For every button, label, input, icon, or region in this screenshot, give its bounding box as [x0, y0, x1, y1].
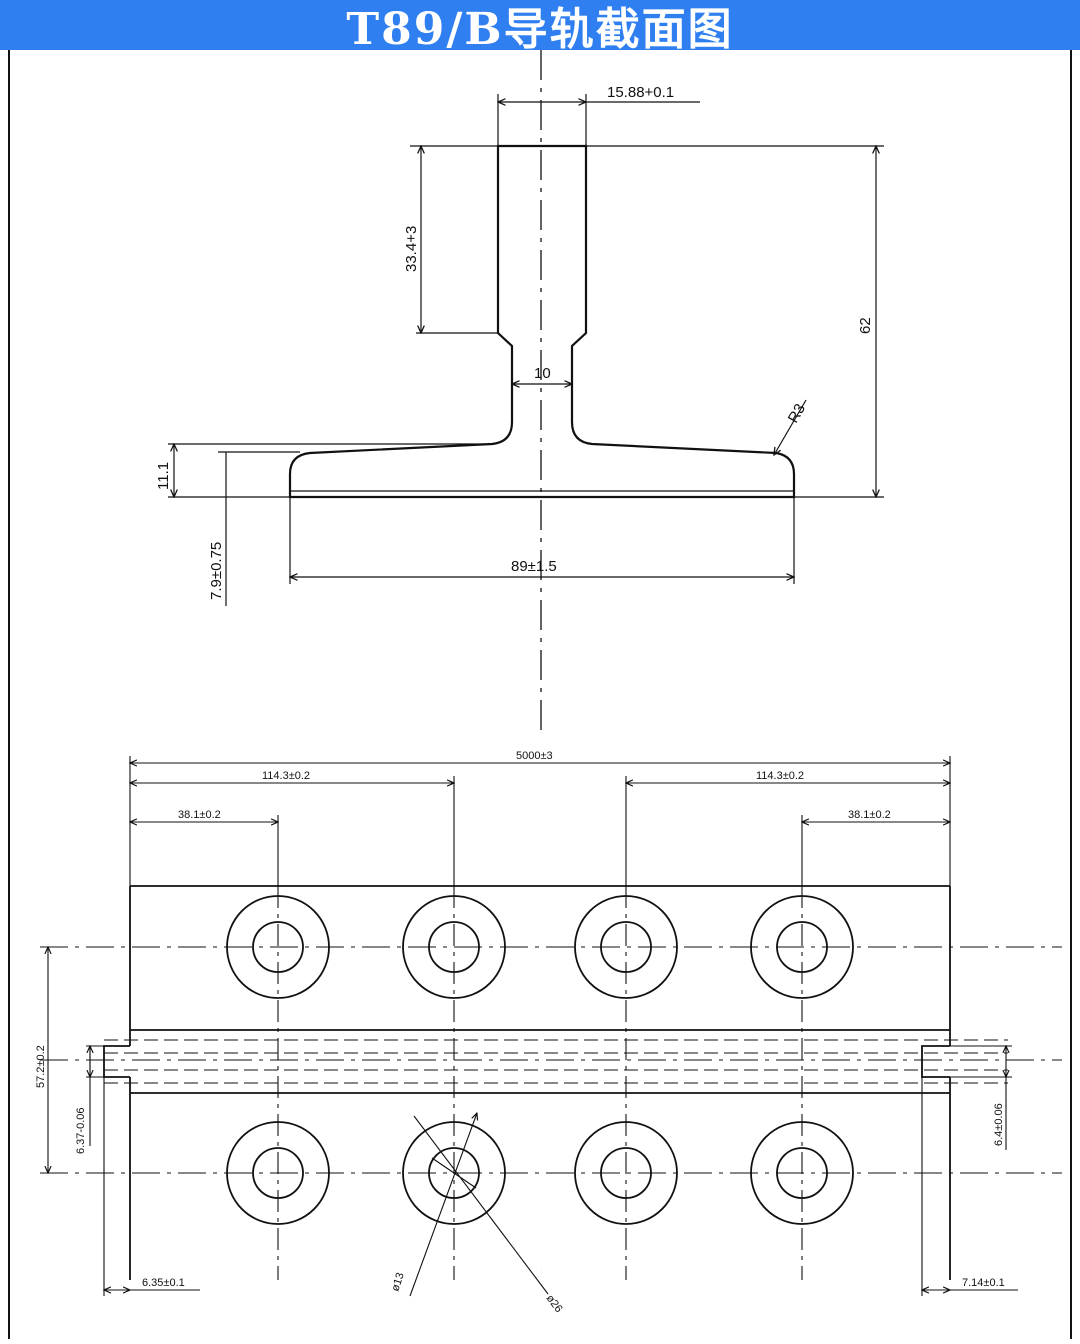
hole-outer — [402, 895, 506, 999]
hole-row-bottom — [226, 1121, 854, 1225]
rail-center-hidden-lines — [104, 1039, 1008, 1084]
hole-outer — [750, 1121, 854, 1225]
hole-inner — [252, 1147, 304, 1199]
hole-outer — [226, 1121, 330, 1225]
label-head-height: 33.4+3 — [403, 226, 420, 272]
dim-head-width — [498, 94, 700, 146]
drawing-area: 15.88+0.1 33.4+3 62 10 R3 11.1 — [0, 50, 1080, 1339]
hole-outer — [574, 895, 678, 999]
label-head-width: 15.88+0.1 — [607, 84, 674, 101]
page-title: T89/B导轨截面图 — [346, 4, 734, 55]
hole-row-top — [226, 895, 854, 999]
hole-inner — [252, 921, 304, 973]
hole-vertical-center-lines — [277, 886, 803, 1280]
hole-inner — [600, 1147, 652, 1199]
dim-hole-spacing-left — [130, 776, 454, 886]
dim-foot-height — [168, 444, 492, 497]
label-hole-spacing-left: 114.3±0.2 — [262, 770, 310, 782]
plan-center-lines — [40, 946, 1062, 1174]
label-total-height: 62 — [857, 317, 874, 334]
label-hole-outer: ø26 — [544, 1293, 565, 1315]
hole-inner — [776, 1147, 828, 1199]
label-edge-left: 38.1±0.2 — [178, 809, 221, 821]
dim-hole-spacing-right — [626, 776, 950, 886]
label-radius: R3 — [785, 401, 809, 426]
hole-inner — [776, 921, 828, 973]
dim-length — [130, 756, 950, 886]
dim-edge-left — [130, 815, 278, 886]
dim-hole-diameter-leaders — [409, 1113, 549, 1297]
dim-tongue-left — [86, 1046, 104, 1146]
title-bar: T89/B导轨截面图 — [0, 0, 1080, 55]
label-base-width: 89±1.5 — [511, 558, 557, 575]
label-edge-right: 38.1±0.2 — [848, 809, 891, 821]
label-groove-right: 6.4±0.06 — [993, 1103, 1005, 1146]
label-row-spacing: 57.2±0.2 — [35, 1045, 47, 1088]
hole-inner — [428, 1147, 480, 1199]
label-tongue-left: 6.37-0.06 — [75, 1108, 87, 1154]
dim-total-height — [586, 146, 884, 497]
dim-radius — [774, 399, 807, 455]
label-hole-spacing-right: 114.3±0.2 — [756, 770, 804, 782]
dim-foot-thickness — [218, 451, 300, 606]
hole-inner — [600, 921, 652, 973]
technical-drawing: 15.88+0.1 33.4+3 62 10 R3 11.1 — [8, 50, 1072, 1339]
dim-offset-right — [922, 1077, 1018, 1296]
hole-outer — [402, 1121, 506, 1225]
label-hole-inner: ø13 — [389, 1271, 406, 1293]
hole-inner — [428, 921, 480, 973]
dim-groove-right — [950, 1046, 1012, 1150]
dim-edge-right — [802, 815, 950, 886]
label-offset-right: 7.14±0.1 — [962, 1277, 1005, 1289]
label-length: 5000±3 — [516, 750, 553, 762]
rail-cross-section: 15.88+0.1 33.4+3 62 10 R3 11.1 — [155, 50, 884, 730]
label-web-width: 10 — [534, 365, 551, 382]
rail-body — [103, 885, 951, 1280]
label-foot-thickness: 7.9±0.75 — [208, 542, 225, 600]
dim-offset-left — [104, 1077, 200, 1296]
dim-head-height — [410, 146, 498, 333]
label-offset-left: 6.35±0.1 — [142, 1277, 185, 1289]
hole-outer — [226, 895, 330, 999]
rail-plan-view: 5000±3 114.3±0.2 114.3±0.2 38.1±0.2 38.1… — [35, 750, 1062, 1315]
drawing-frame — [8, 50, 1072, 1339]
hole-outer — [574, 1121, 678, 1225]
hole-outer — [750, 895, 854, 999]
dim-base-width — [290, 497, 794, 584]
label-foot-height: 11.1 — [155, 462, 172, 490]
